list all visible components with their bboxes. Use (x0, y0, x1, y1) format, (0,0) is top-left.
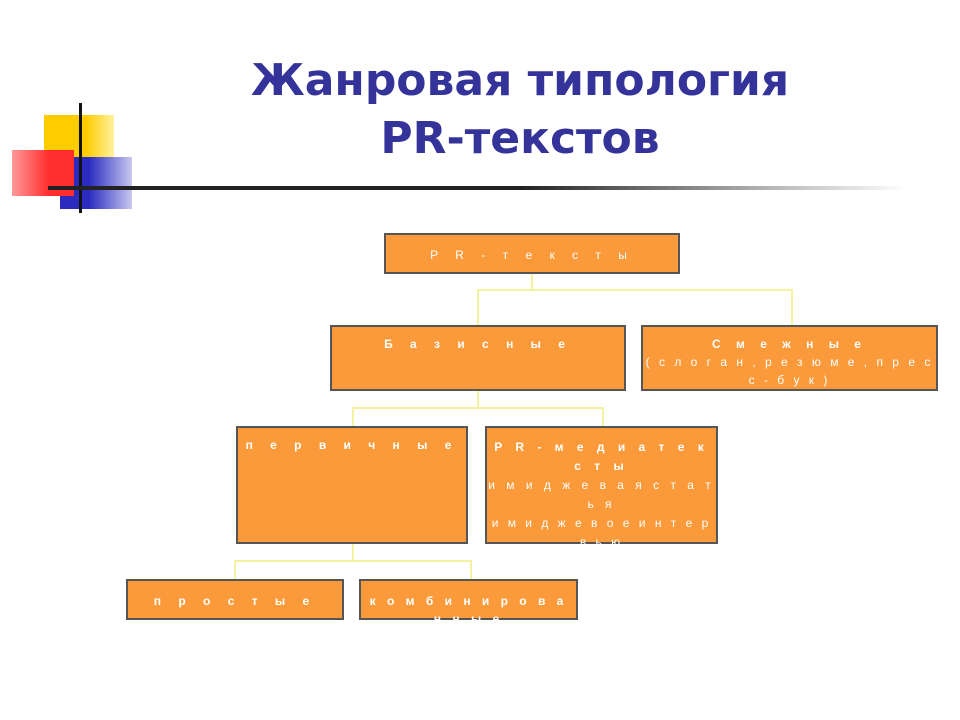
node-pr-texts-label: P R - т е к с т ы (430, 248, 634, 262)
node-pr-media-texts: P R - м е д и а т е к с т ы и м и д ж е … (485, 426, 718, 568)
node-basic: Б а з и с н ы е (330, 325, 626, 391)
node-primary-label: п е р в и ч н ы е (245, 438, 459, 452)
node-simple-label: п р о с т ы е (153, 594, 317, 608)
node-adjacent-title: С м е ж н ы е (712, 337, 867, 351)
connector-basic-stem (477, 391, 479, 409)
node-basic-label: Б а з и с н ы е (384, 337, 572, 351)
node-media-item: и м и д ж е в а я с т а т ь я (488, 478, 715, 511)
node-combined: к о м б и н и р о в а н н ы е (359, 579, 578, 626)
connector-basic-children (352, 407, 604, 426)
node-combined-label: к о м б и н и р о в а н н ы е (369, 594, 568, 626)
node-adjacent: С м е ж н ы е ( с л о г а н , р е з ю м … (641, 325, 938, 391)
connector-primary-stem (352, 544, 354, 562)
node-media-item: к е й с - с т о р и (518, 554, 685, 568)
node-pr-texts: P R - т е к с т ы (384, 233, 680, 274)
node-primary: п е р в и ч н ы е (236, 426, 468, 544)
connector-primary-children (234, 560, 472, 579)
title-line-1: Жанровая типология (250, 55, 790, 106)
deco-vertical-line (79, 103, 82, 213)
title-line-2: PR-текстов (380, 113, 660, 164)
page-title: Жанровая типология PR-текстов (150, 52, 890, 168)
node-media-title: P R - м е д и а т е к с т ы (494, 440, 709, 473)
node-simple: п р о с т ы е (126, 579, 344, 620)
node-adjacent-subtitle: ( с л о г а н , р е з ю м е , п р е с с … (645, 355, 934, 387)
deco-horizontal-line (48, 186, 908, 190)
connector-root-stem (531, 274, 533, 291)
connector-root-children (477, 289, 793, 325)
node-media-item: и м и д ж е в о е и н т е р в ь ю (491, 516, 712, 549)
